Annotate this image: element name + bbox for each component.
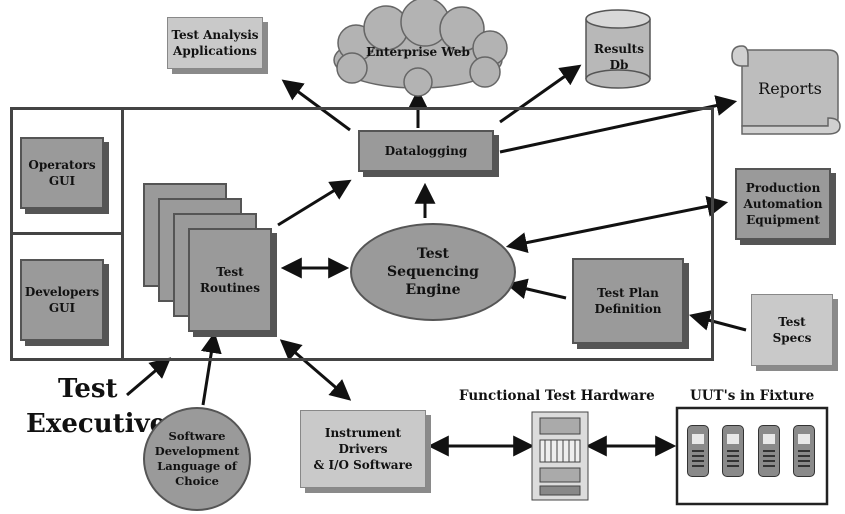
test-plan-definition-box: Test Plan Definition — [572, 258, 684, 344]
phone-icon — [793, 425, 815, 477]
software-development-language-circle: Software Development Language of Choice — [143, 407, 251, 511]
reports-scroll — [731, 45, 841, 135]
arrow-engine-production — [505, 196, 729, 253]
uuts-in-fixture-label: UUT's in Fixture — [690, 388, 815, 404]
test-specs-box: Test Specs — [751, 294, 833, 366]
test-sequencing-engine: Test Sequencing Engine — [350, 223, 516, 321]
test-executive-line-1: Test — [58, 374, 118, 404]
arrow-datalogging-to-db — [499, 64, 582, 124]
reports-label: Reports — [758, 79, 822, 98]
instrument-drivers-box: Instrument Drivers & I/O Software — [300, 410, 426, 488]
test-executive-line-2: Executive — [26, 409, 167, 440]
functional-test-hardware-icon — [531, 411, 589, 501]
gui-divider — [10, 232, 124, 235]
enterprise-web-cloud — [333, 0, 508, 97]
phone-icon — [687, 425, 709, 477]
phone-icon — [722, 425, 744, 477]
developers-gui-box: Developers GUI — [20, 259, 104, 341]
test-routines-box: Test Routines — [188, 228, 272, 332]
results-db-label: Results Db — [594, 42, 644, 72]
arrow-language-to-routines — [200, 331, 222, 406]
datalogging-box: Datalogging — [358, 130, 494, 172]
functional-test-hardware-label: Functional Test Hardware — [459, 388, 655, 404]
phone-icon — [758, 425, 780, 477]
arrow-executive-to-frame — [126, 357, 172, 397]
enterprise-web-label: Enterprise Web — [366, 45, 470, 59]
test-analysis-applications-box: Test Analysis Applications — [167, 17, 263, 69]
production-automation-box: Production Automation Equipment — [735, 168, 831, 240]
arrow-routines-to-datalogging — [277, 179, 352, 227]
results-db-cylinder — [585, 9, 651, 89]
operators-gui-box: Operators GUI — [20, 137, 104, 209]
arrow-testplan-to-engine — [505, 278, 567, 300]
arrow-routines-instrument — [279, 339, 352, 401]
arrow-specs-to-testplan — [688, 310, 747, 332]
test-executive-label: Test Executive — [26, 372, 167, 442]
arrow-datalogging-to-analysis — [281, 79, 351, 132]
arrow-datalogging-to-reports — [499, 95, 738, 154]
